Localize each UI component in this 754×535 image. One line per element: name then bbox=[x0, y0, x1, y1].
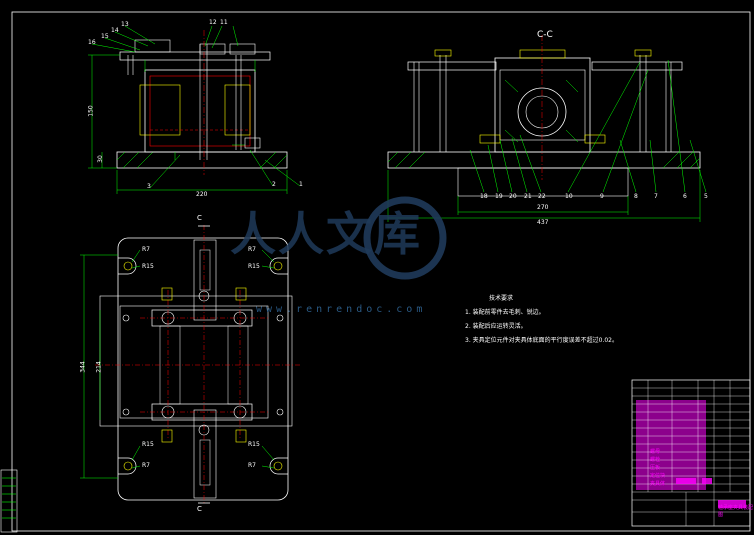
callout-section: 22 bbox=[538, 193, 546, 200]
title-block-part: 定位块 bbox=[650, 473, 666, 479]
note-item: 1. 装配前零件去毛刺、锐边。 bbox=[465, 309, 545, 316]
section-view-label: C-C bbox=[537, 30, 553, 40]
note-item: 2. 装配后应运转灵活。 bbox=[465, 323, 527, 330]
callout-section: 10 bbox=[565, 193, 573, 200]
callout-section: 6 bbox=[683, 193, 687, 200]
callout-section: 20 bbox=[509, 193, 517, 200]
notes-title: 技术要求 bbox=[489, 295, 514, 302]
note-item: 3. 夹具定位元件对夹具体底面的平行度误差不超过0.02。 bbox=[465, 337, 618, 344]
title-block-part: 螺栓 bbox=[650, 457, 661, 463]
drawing-border bbox=[11, 11, 751, 532]
title-block bbox=[631, 379, 751, 527]
callout-plan: R15 bbox=[248, 441, 260, 448]
callout-plan: R7 bbox=[142, 246, 150, 253]
callout-plan: R7 bbox=[142, 462, 150, 469]
front-view bbox=[88, 25, 301, 194]
callout-plan: R15 bbox=[142, 263, 154, 270]
callout-section: 5 bbox=[704, 193, 708, 200]
callout-section: 7 bbox=[654, 193, 658, 200]
dim-section-inner: 270 bbox=[537, 204, 549, 211]
watermark-text: 人人文库 bbox=[230, 207, 422, 261]
title-block-name: 轴承座夹具装配图 bbox=[718, 505, 754, 518]
cut-marker-top: C bbox=[197, 214, 202, 222]
callout-plan: R15 bbox=[248, 263, 260, 270]
plan-view bbox=[80, 225, 300, 505]
dim-front-width: 220 bbox=[196, 191, 208, 198]
side-stamp-box bbox=[0, 469, 18, 533]
dim-front-height: 150 bbox=[87, 105, 95, 117]
section-view bbox=[387, 35, 707, 222]
callout-front: 1 bbox=[299, 181, 303, 188]
cut-marker-bottom: C bbox=[197, 505, 202, 513]
callout-section: 8 bbox=[634, 193, 638, 200]
callout-front: 3 bbox=[147, 183, 151, 190]
callout-section: 19 bbox=[495, 193, 503, 200]
watermark-url: www.renrendoc.com bbox=[256, 304, 427, 315]
dim-plan-height: 344 bbox=[79, 361, 87, 373]
callout-front: 2 bbox=[272, 181, 276, 188]
technical-notes: 技术要求 1. 装配前零件去毛刺、锐边。 2. 装配后应运转灵活。 3. 夹具定… bbox=[465, 292, 618, 348]
callout-front: 11 bbox=[220, 19, 228, 26]
callout-front: 15 bbox=[101, 33, 109, 40]
callout-section: 9 bbox=[600, 193, 604, 200]
callout-front: 12 bbox=[209, 19, 217, 26]
callout-front: 13 bbox=[121, 21, 129, 28]
callout-section: 18 bbox=[480, 193, 488, 200]
dim-front-base: 30 bbox=[96, 155, 104, 163]
callout-front: 16 bbox=[88, 39, 96, 46]
callout-plan: R15 bbox=[142, 441, 154, 448]
callout-plan: R7 bbox=[248, 246, 256, 253]
callout-front: 14 bbox=[111, 27, 119, 34]
callout-plan: R7 bbox=[248, 462, 256, 469]
dim-section-outer: 437 bbox=[537, 219, 549, 226]
watermark-ring bbox=[363, 196, 447, 280]
title-block-part: 螺母 bbox=[650, 449, 661, 455]
title-block-part: 夹具体 bbox=[650, 481, 666, 487]
callout-section: 21 bbox=[524, 193, 532, 200]
title-block-part: 压板 bbox=[650, 465, 661, 471]
dim-plan-inner: 214 bbox=[95, 361, 103, 373]
